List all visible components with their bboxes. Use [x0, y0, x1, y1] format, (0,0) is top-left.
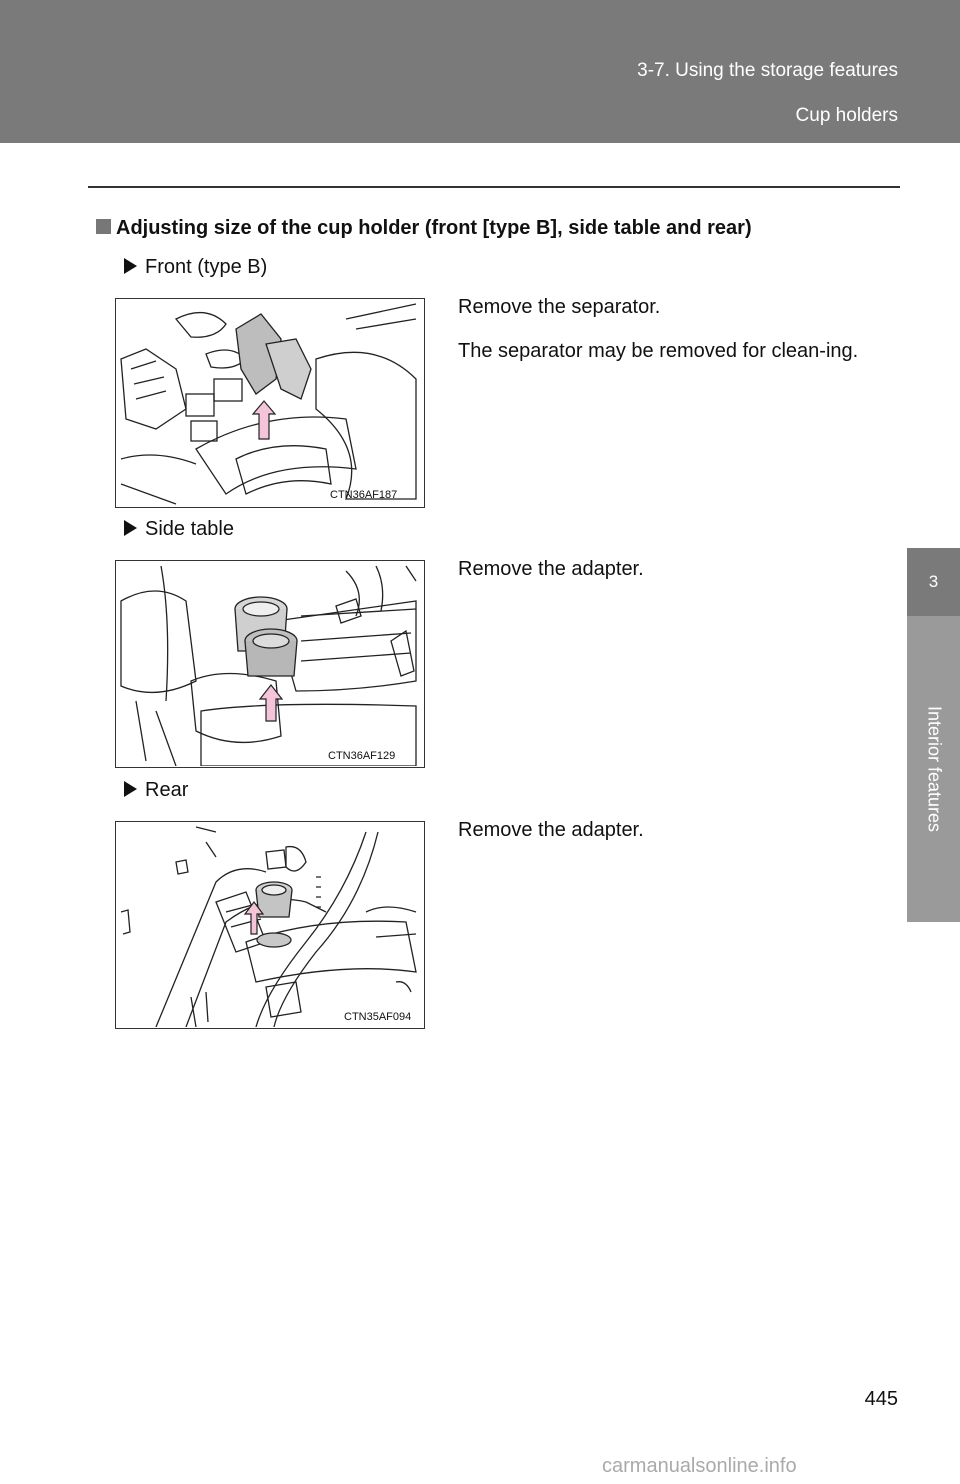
- figure-front-cup-holder: CTN36AF187: [115, 298, 425, 508]
- section-heading-text: Adjusting size of the cup holder (front …: [116, 217, 752, 239]
- item-label-rear: Rear: [124, 779, 188, 802]
- caption-paragraph: Remove the adapter.: [458, 819, 644, 841]
- item-label-text: Rear: [145, 779, 189, 801]
- header-divider: [88, 186, 900, 188]
- caption-rear: Remove the adapter.: [458, 814, 898, 858]
- figure-side-table-cup-holder: CTN36AF129: [115, 560, 425, 768]
- caption-front: Remove the separator. The separator may …: [458, 291, 898, 379]
- page-number: 445: [864, 1388, 898, 1410]
- chapter-number-tab: 3: [907, 548, 960, 616]
- figure-code: CTN36AF129: [328, 750, 395, 762]
- header-topic-title: Cup holders: [795, 105, 898, 126]
- square-bullet-icon: [96, 219, 111, 234]
- figure-code: CTN36AF187: [330, 489, 397, 501]
- item-label-side-table: Side table: [124, 518, 234, 541]
- caption-paragraph: Remove the adapter.: [458, 558, 644, 580]
- triangle-bullet-icon: [124, 258, 137, 274]
- chapter-title-tab: Interior features: [907, 616, 960, 922]
- caption-paragraph: The separator may be removed for clean-i…: [458, 340, 859, 362]
- header-section-title: 3-7. Using the storage features: [637, 60, 898, 81]
- item-label-text: Front (type B): [145, 256, 268, 278]
- triangle-bullet-icon: [124, 781, 137, 797]
- watermark-link[interactable]: carmanualsonline.info: [602, 1455, 797, 1477]
- figure-rear-cup-holder: CTN35AF094: [115, 821, 425, 1029]
- figure-code: CTN35AF094: [344, 1011, 411, 1023]
- item-label-text: Side table: [145, 518, 234, 540]
- page-header: 3-7. Using the storage features Cup hold…: [0, 0, 960, 143]
- section-heading: Adjusting size of the cup holder (front …: [96, 217, 752, 240]
- caption-side-table: Remove the adapter.: [458, 553, 898, 597]
- item-label-front: Front (type B): [124, 256, 267, 279]
- chapter-title: Interior features: [924, 705, 944, 833]
- triangle-bullet-icon: [124, 520, 137, 536]
- caption-paragraph: Remove the separator.: [458, 296, 661, 318]
